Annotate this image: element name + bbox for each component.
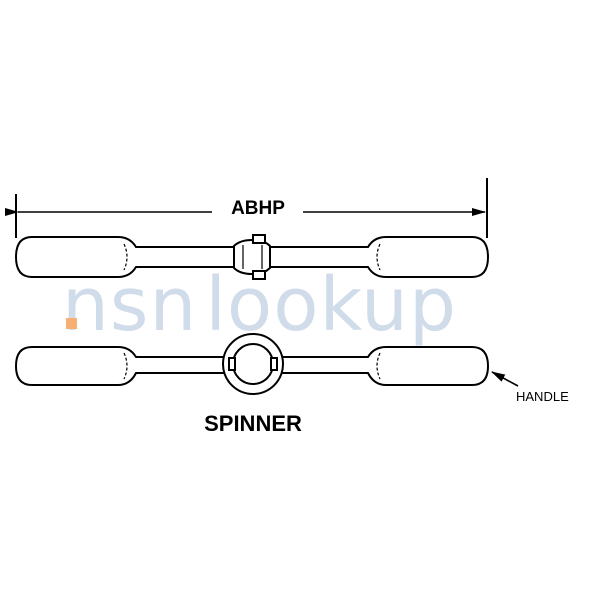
handle-top: [14, 236, 237, 278]
dimension-label: ABHP: [231, 198, 285, 219]
diagram-title: SPINNER: [204, 411, 302, 436]
hub-key-bottom: [252, 270, 266, 280]
handle-label: HANDLE: [516, 389, 569, 404]
handle-left: [14, 346, 229, 386]
dimension-line: [4, 178, 488, 238]
hub-notch-right: [270, 357, 278, 371]
hub-top: [233, 238, 271, 276]
hub-notch-left: [228, 357, 236, 371]
hub-inner: [232, 343, 274, 385]
spinner-front-view: [14, 333, 490, 395]
handle-callout: HANDLE: [491, 371, 569, 404]
watermark-dot: [66, 318, 77, 329]
hub-key-top: [252, 234, 266, 244]
handle-leader-line: [491, 371, 519, 387]
handle-top-right: [269, 236, 490, 278]
handle-right: [277, 346, 490, 386]
spinner-top-view: [14, 234, 490, 280]
